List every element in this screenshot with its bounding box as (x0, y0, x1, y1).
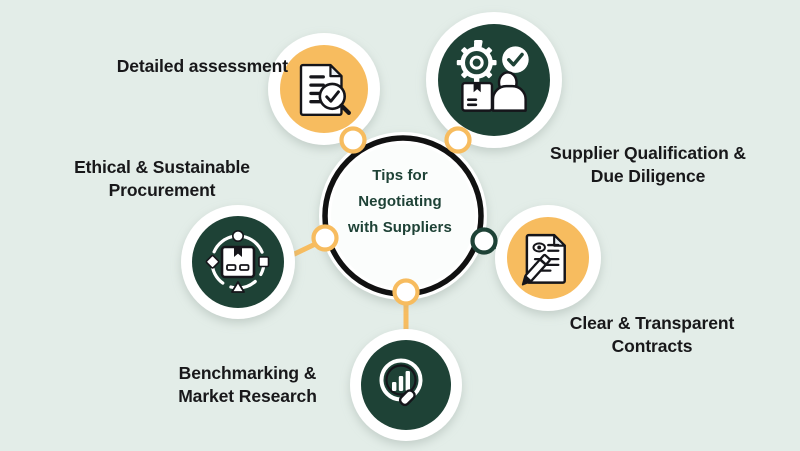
node-circle-benchmarking[interactable] (350, 329, 462, 441)
magnifier-bar-chart-icon (379, 358, 423, 407)
label-clear-contracts: Clear & Transparent Contracts (569, 313, 735, 357)
label-benchmarking: Benchmarking & Market Research (178, 363, 317, 407)
label-supplier-qualification: Supplier Qualification & Due Diligence (550, 143, 746, 187)
box-circular-cycle-icon (205, 230, 270, 293)
gear-check-box-person-icon (456, 40, 529, 112)
node-circle-clear-contracts[interactable] (495, 205, 601, 311)
center-hub (319, 132, 487, 300)
hub-node-ethical-procurement (311, 224, 339, 252)
node-circle-detailed-assessment[interactable] (268, 33, 380, 145)
node-circle-ethical-procurement[interactable] (181, 205, 295, 319)
label-ethical-procurement: Ethical & Sustainable Procurement (74, 157, 250, 201)
hub-title-line-1: Tips for (372, 167, 428, 184)
hub-title: Tips for Negotiating with Suppliers (330, 163, 470, 240)
hub-node-detailed-assessment (339, 126, 367, 154)
hub-node-benchmarking (392, 278, 420, 306)
document-check-magnifier-icon (299, 63, 351, 116)
hub-node-clear-contracts (470, 227, 498, 255)
label-detailed-assessment: Detailed assessment (116, 56, 288, 76)
hub-title-line-2: Negotiating (358, 192, 442, 210)
hub-node-supplier-qualification (444, 126, 472, 154)
hub-title-line-3: with Suppliers (348, 218, 452, 236)
node-circle-supplier-qualification[interactable] (426, 12, 562, 148)
contract-signing-pen-icon (521, 233, 566, 286)
hub-connector-nodes (311, 126, 498, 306)
